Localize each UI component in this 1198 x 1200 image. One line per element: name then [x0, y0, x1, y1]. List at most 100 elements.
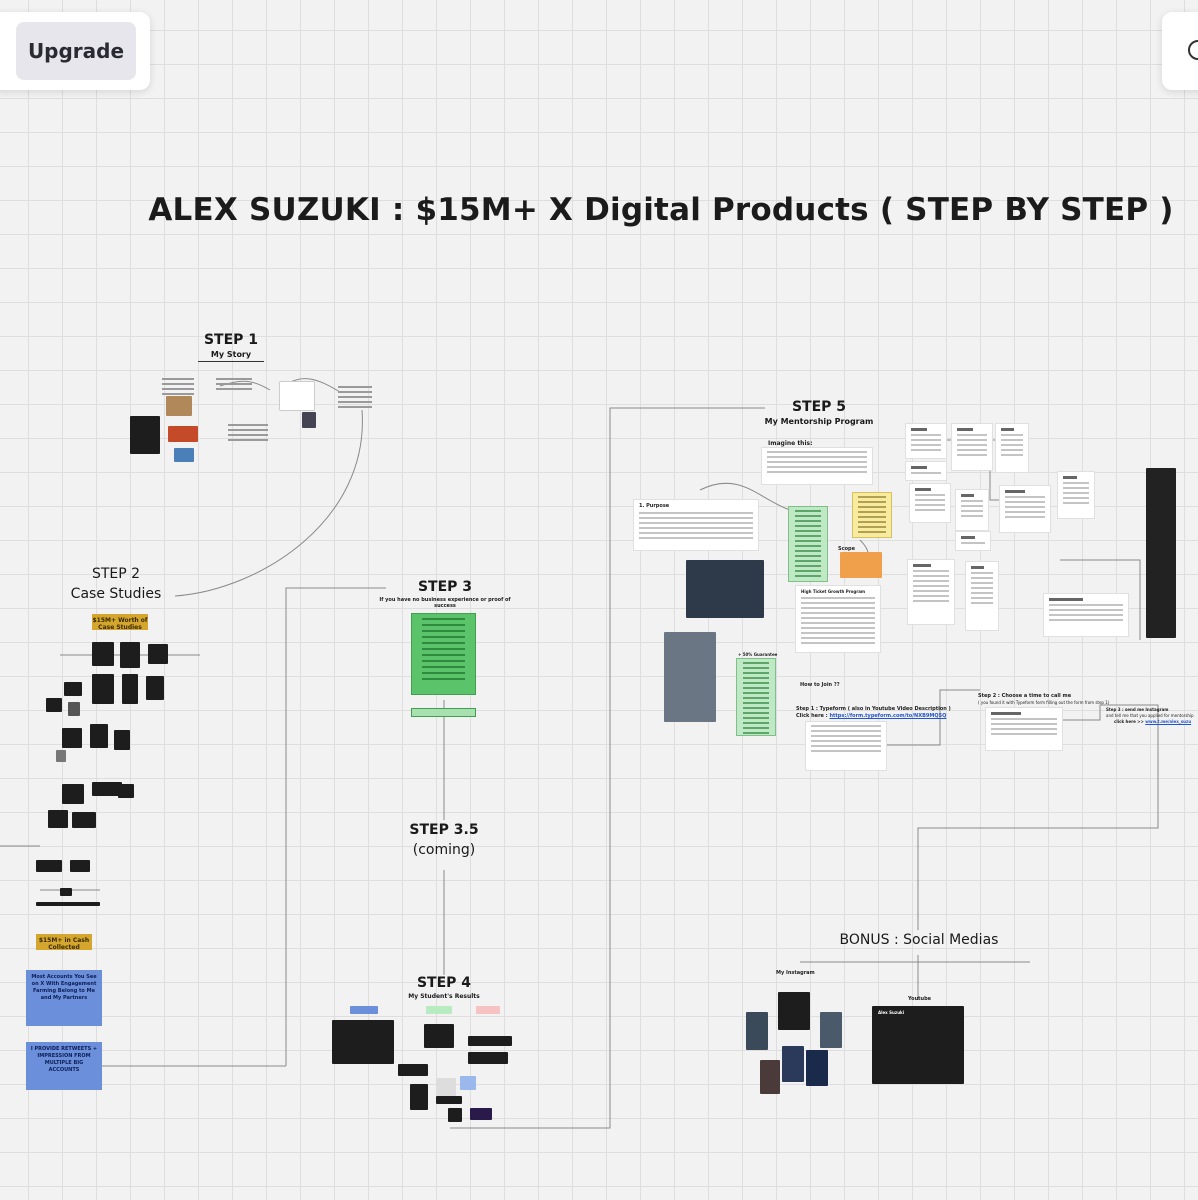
board-title: ALEX SUZUKI : $15M+ X Digital Products (… [148, 192, 1174, 228]
retweets-info-box: I PROVIDE RETWEETS + IMPRESSION FROM MUL… [26, 1042, 102, 1090]
join-step3-link-line: click here >> www.t.me/alex_suzu [1114, 719, 1191, 724]
car-photo [664, 632, 716, 722]
story-image [302, 412, 316, 428]
story-text-block [228, 424, 268, 444]
case-study-screenshot [36, 902, 100, 906]
instagram-post [746, 1012, 768, 1050]
step5-heading: STEP 5 My Mentorship Program [760, 399, 878, 426]
telegram-link[interactable]: www.t.me/alex_suzu [1145, 719, 1192, 724]
story-image [168, 426, 198, 442]
story-image [130, 416, 160, 454]
step35-title: STEP 3.5 [409, 822, 479, 838]
student-result-screenshot [460, 1076, 476, 1090]
instagram-post [820, 1012, 842, 1048]
program-card: High Ticket Growth Program [796, 586, 880, 652]
case-study-screenshot [90, 724, 108, 748]
scope-label: Scope [838, 546, 855, 552]
case-study-screenshot [48, 810, 68, 828]
step2-heading: STEP 2 Case Studies [58, 566, 174, 602]
case-study-screenshot [92, 674, 114, 704]
join-step1-link-line: Click here : https://form.typeform.com/t… [796, 713, 946, 719]
step3-heading: STEP 3 If you have no business experienc… [370, 579, 520, 609]
schedule-card [996, 424, 1028, 472]
schedule-card [952, 424, 992, 470]
schedule-card [908, 560, 954, 624]
story-image [280, 382, 314, 410]
purpose-label: 1. Purpose [639, 503, 670, 509]
instagram-post [778, 992, 810, 1030]
case-study-screenshot [122, 674, 138, 704]
join-step3-link-prefix: click here >> [1114, 719, 1144, 724]
case-study-screenshot [72, 812, 96, 828]
youtube-channel-name: Alex Suzuki [878, 1010, 905, 1015]
step4-heading: STEP 4 My Student's Results [394, 975, 494, 1000]
join-step2-sub: ( you found it with Typeform form fillin… [978, 700, 1110, 705]
student-result-screenshot [424, 1024, 454, 1048]
orange-sticky-note [840, 552, 882, 578]
program-label: High Ticket Growth Program [801, 589, 866, 594]
story-image [174, 448, 194, 462]
calendar-preview [986, 708, 1062, 750]
step2-title: STEP 2 [91, 566, 141, 582]
case-study-screenshot [148, 644, 168, 664]
case-study-screenshot [92, 642, 114, 666]
schedule-card [1044, 594, 1128, 636]
step3-document[interactable] [411, 613, 476, 695]
imagine-label: Imagine this: [768, 440, 813, 447]
cash-collected-badge: $15M+ in Cash Collected [36, 934, 92, 951]
join-step3-label: Step 3 : send me Instagram [1106, 707, 1169, 712]
program-green-doc [788, 506, 828, 582]
instagram-label: My Instagram [776, 970, 815, 976]
case-study-screenshot [68, 702, 80, 716]
student-result-screenshot [398, 1064, 428, 1076]
engagement-info-box: Most Accounts You See on X With Engageme… [26, 970, 102, 1026]
circle-icon[interactable] [1188, 40, 1198, 60]
join-step2-label: Step 2 : Choose a time to call me [978, 693, 1072, 699]
join-step1-link-prefix: Click here : [796, 713, 828, 719]
case-study-screenshot [36, 860, 62, 872]
student-result-screenshot [468, 1052, 508, 1064]
top-right-toolbar [1162, 12, 1198, 90]
story-text-block [216, 378, 252, 393]
case-study-screenshot [60, 888, 72, 896]
typeform-link[interactable]: https://form.typeform.com/to/NXB9MQ5Q [829, 713, 947, 719]
meeting-photo [686, 560, 764, 618]
instagram-post [760, 1060, 780, 1094]
join-step3-sub: and tell me that you applied for mentors… [1106, 713, 1194, 718]
case-study-screenshot [114, 730, 130, 750]
instagram-post [782, 1046, 804, 1082]
schedule-card [910, 484, 950, 522]
case-study-screenshot [64, 682, 82, 696]
upgrade-button[interactable]: Upgrade [16, 22, 136, 80]
step1-heading: STEP 1 My Story [198, 332, 264, 362]
schedule-card [1058, 472, 1094, 518]
case-study-screenshot [46, 698, 62, 712]
youtube-channel-screenshot: Alex Suzuki [872, 1006, 964, 1084]
student-result-screenshot [436, 1096, 462, 1104]
schedule-card [956, 490, 988, 530]
student-result-screenshot [470, 1108, 492, 1120]
step3-subtitle: If you have no business experience or pr… [379, 597, 511, 609]
guarantee-green-doc [736, 658, 776, 736]
student-result-screenshot [410, 1084, 428, 1110]
typeform-preview [806, 722, 886, 770]
yellow-sticky-note [852, 492, 892, 538]
case-study-screenshot [146, 676, 164, 700]
schedule-card [966, 562, 998, 630]
step2-subtitle: Case Studies [70, 586, 162, 602]
story-text-block [162, 378, 194, 398]
schedule-card [906, 424, 946, 458]
worth-case-studies-badge: $15M+ Worth of Case Studies [92, 614, 148, 631]
student-label-green [426, 1006, 452, 1014]
schedule-card [956, 532, 990, 550]
bonus-heading: BONUS : Social Medias [839, 932, 999, 948]
step3-title: STEP 3 [417, 579, 473, 595]
how-to-join-label: How to Join ?? [800, 682, 840, 688]
join-step1-label: Step 1 : Typeform ( also in Youtube Vide… [796, 706, 951, 712]
guarantee-label: + 50% Guarantee [738, 652, 778, 657]
step35-subtitle: (coming) [412, 842, 476, 858]
step4-subtitle: My Student's Results [408, 993, 480, 1000]
step4-title: STEP 4 [416, 975, 472, 991]
upgrade-panel: Upgrade [0, 12, 150, 90]
